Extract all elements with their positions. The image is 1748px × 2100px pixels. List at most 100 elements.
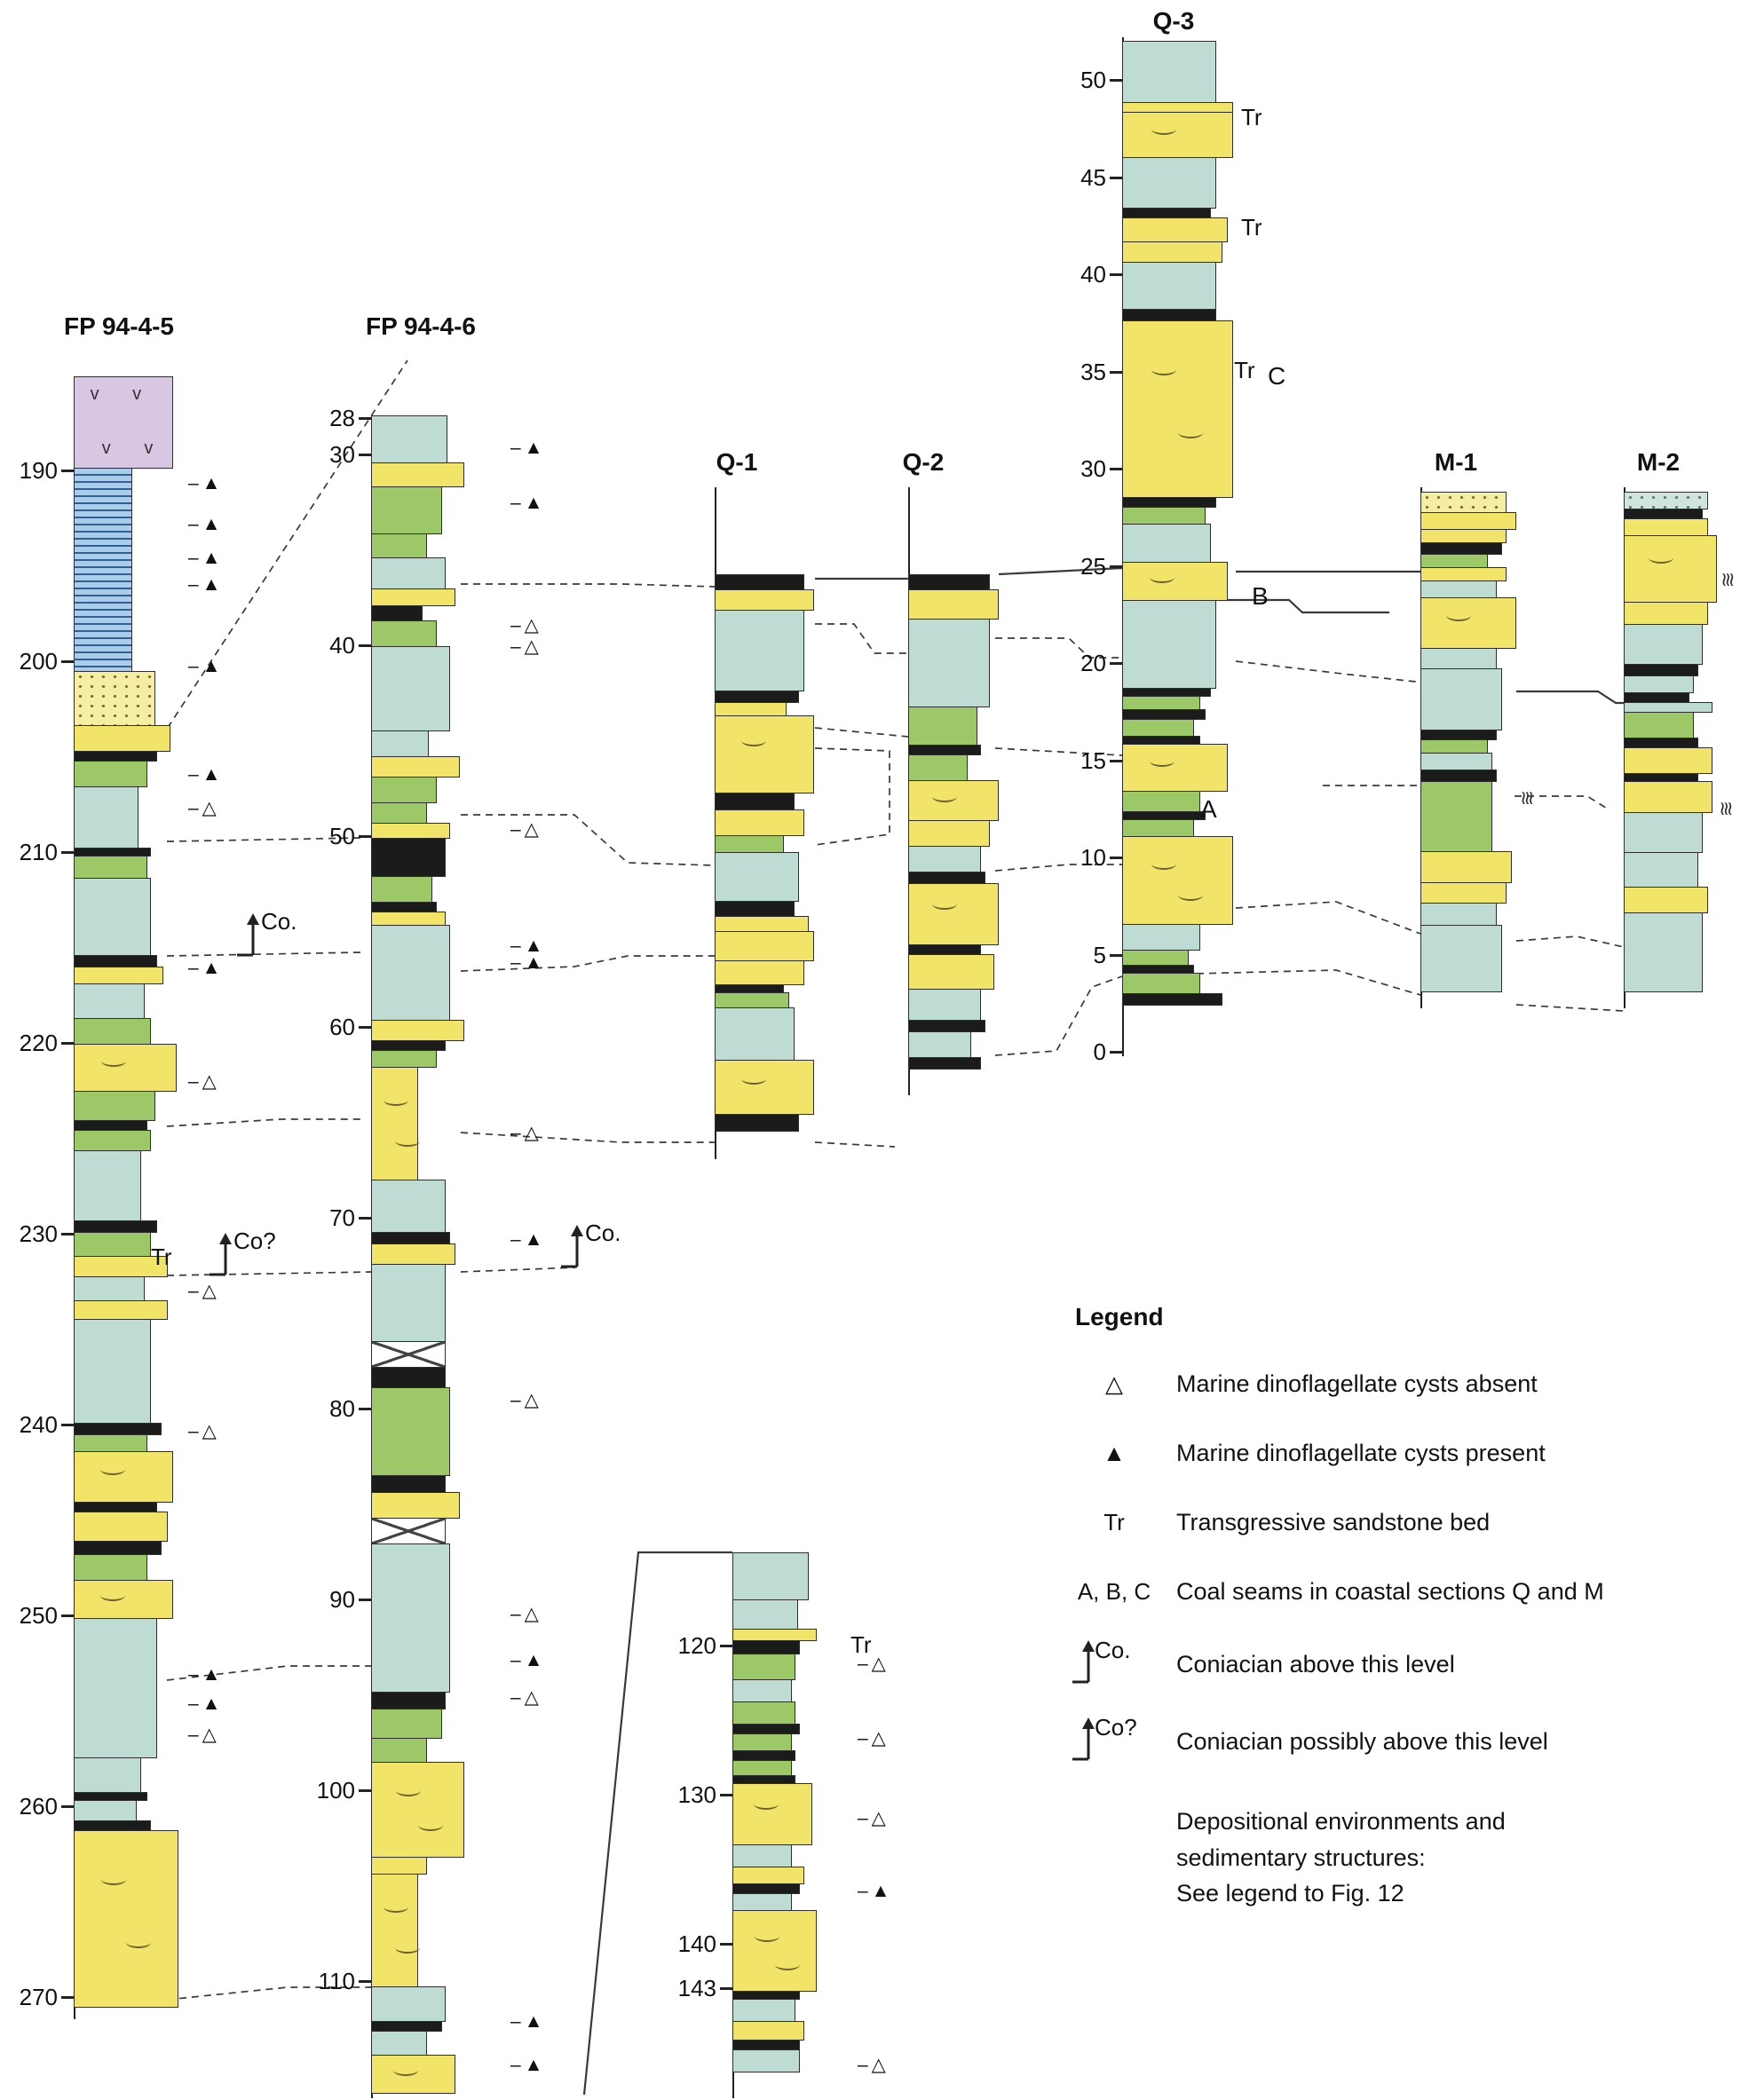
bed-sand (715, 715, 814, 793)
bed-sand (1420, 567, 1507, 581)
depth-tick-mark (359, 1599, 371, 1601)
bed-green (715, 992, 789, 1008)
bed-green (1122, 719, 1194, 737)
dino-cyst-absent-marker: –△ (188, 1281, 220, 1301)
depth-tick-mark (1110, 857, 1122, 859)
depth-tick-mark (1110, 371, 1122, 374)
depth-tick-mark (1110, 760, 1122, 762)
correlation-dashed-line (166, 1118, 360, 1127)
depth-tick-mark (720, 1943, 732, 1946)
depth-tick-mark (1110, 273, 1122, 276)
bed-teal (371, 415, 447, 463)
bed-coal (371, 1232, 450, 1244)
depth-tick-mark (61, 1614, 74, 1617)
bed-green (732, 1760, 792, 1776)
bed-teal (1122, 262, 1216, 310)
depth-tick-mark (61, 470, 74, 472)
bed-green (74, 761, 147, 787)
legend-item: Co?Coniacian possibly above this level (1052, 1714, 1700, 1768)
depth-tick-label: 25 (1080, 553, 1106, 580)
bed-teal (74, 1618, 157, 1758)
correlation-dashed-line (460, 955, 715, 972)
depth-tick-label: 35 (1080, 359, 1106, 385)
bed-green (908, 754, 968, 781)
bed-sand (74, 1300, 168, 1320)
dino-cyst-absent-marker: –△ (510, 819, 542, 840)
correlation-dashed-line (995, 637, 1122, 659)
bed-sand (371, 588, 455, 606)
transgressive-bed-label: Tr (1234, 357, 1255, 383)
bed-coal (715, 1114, 799, 1132)
depth-tick-mark (61, 660, 74, 663)
bed-green (371, 1709, 442, 1739)
depth-tick-label: 250 (19, 1602, 58, 1629)
coniacian-arrow-label: Co. (1095, 1637, 1131, 1663)
bed-sand (1122, 744, 1228, 792)
legend-item: ▲Marine dinoflagellate cysts present (1052, 1431, 1700, 1475)
coniacian-arrow-label: Co. (585, 1220, 621, 1246)
dino-cyst-present-marker: –▲ (510, 2011, 547, 2032)
bed-green (371, 486, 442, 534)
bed-coal (74, 955, 157, 967)
bed-green (1420, 781, 1492, 852)
bed-coal (1122, 309, 1216, 321)
legend-item: △Marine dinoflagellate cysts absent (1052, 1362, 1700, 1406)
bed-teal (1420, 903, 1497, 926)
bed-teal (1122, 157, 1216, 209)
depth-tick-label: 20 (1080, 650, 1106, 676)
bed-green (371, 777, 437, 803)
depth-tick-label: 40 (1080, 261, 1106, 288)
bed-teal (1624, 812, 1703, 853)
bed-sand (732, 1910, 817, 1992)
bed-sand (371, 756, 460, 778)
bed-coal (1420, 542, 1502, 555)
bed-teal (74, 983, 145, 1019)
bed-green (1122, 973, 1200, 994)
depth-tick-mark (359, 644, 371, 647)
dino-cyst-present-marker: –▲ (188, 1664, 225, 1685)
dino-cyst-present-marker: –▲ (188, 574, 225, 595)
depth-tick-label: 240 (19, 1411, 58, 1438)
bed-teal (1420, 580, 1497, 598)
coniacian-level-marker: Co. (558, 1220, 665, 1269)
depth-tick-mark (61, 1996, 74, 1999)
dino-cyst-absent-marker: –△ (510, 1687, 542, 1708)
depth-tick-mark (359, 417, 371, 420)
bed-sand (908, 883, 999, 945)
bed-green (74, 1232, 151, 1257)
bed-sand (1624, 747, 1712, 774)
depth-tick-mark (359, 1217, 371, 1220)
correlation-dashed-line (460, 1132, 715, 1143)
depth-tick-mark (61, 851, 74, 854)
correlation-dashed-line (166, 1271, 372, 1276)
bed-sand (74, 1451, 173, 1503)
legend-item-text: Transgressive sandstone bed (1176, 1508, 1491, 1536)
correlation-dashed-line (461, 814, 716, 866)
bed-teal (371, 730, 429, 757)
bed-coal (371, 1367, 446, 1388)
bed-teal (732, 1999, 795, 2022)
depth-tick-label: 100 (316, 1777, 355, 1804)
coal-seam-label: C (1268, 362, 1286, 390)
bed-coal (1420, 770, 1497, 782)
bed-sand (732, 2021, 804, 2041)
bed-teal (74, 1800, 137, 1821)
bed-coal (908, 872, 985, 884)
bed-sand (908, 780, 999, 821)
section-title-m-2: M-2 (1636, 448, 1681, 476)
bed-sand (1624, 602, 1708, 625)
depth-tick-mark (1110, 177, 1122, 179)
bed-green (1122, 819, 1194, 837)
correlation-dashed-line (166, 1986, 371, 2001)
dino-cyst-absent-marker: –△ (188, 1421, 220, 1441)
bed-teal (732, 1844, 792, 1867)
bed-teal (1420, 668, 1502, 730)
bed-coal (371, 1692, 446, 1709)
bed-sand (1122, 320, 1233, 498)
depth-tick-label: 130 (677, 1781, 716, 1808)
dino-cyst-absent-marker: –△ (510, 615, 542, 636)
bed-green (371, 533, 427, 558)
bed-coal (715, 793, 795, 810)
bed-sand (74, 1830, 178, 2008)
